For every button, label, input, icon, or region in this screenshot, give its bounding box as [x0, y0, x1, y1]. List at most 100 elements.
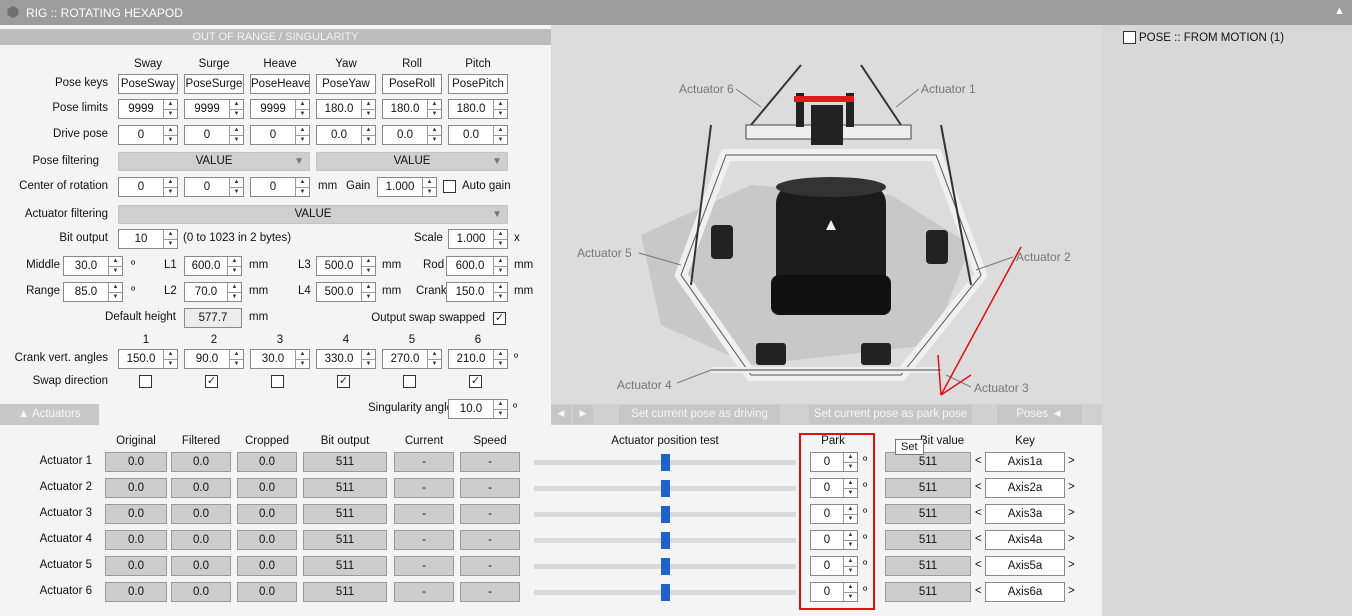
- chevron-left-icon[interactable]: <: [975, 533, 982, 545]
- pose-filtering-dropdown[interactable]: VALUE▼: [316, 152, 508, 171]
- pose-limit-input[interactable]: 9999▲▼: [250, 99, 310, 119]
- swap-direction-checkbox[interactable]: ✓: [205, 375, 218, 388]
- singularity-angle-input[interactable]: 10.0▲▼: [448, 399, 508, 419]
- pose-key-input[interactable]: PoseSurge: [184, 74, 244, 94]
- pose-limit-input[interactable]: 180.0▲▼: [316, 99, 376, 119]
- crank-angle-input[interactable]: 210.0▲▼: [448, 349, 508, 369]
- actuators-tab[interactable]: ▲ Actuators: [0, 404, 99, 425]
- key-input[interactable]: Axis4a: [985, 530, 1065, 550]
- drive-pose-input[interactable]: 0.0▲▼: [382, 125, 442, 145]
- pose-limit-input[interactable]: 180.0▲▼: [382, 99, 442, 119]
- drive-pose-input[interactable]: 0▲▼: [250, 125, 310, 145]
- chevron-right-icon[interactable]: >: [1068, 533, 1075, 545]
- pose-from-motion-checkbox[interactable]: [1123, 31, 1136, 44]
- drive-pose-input[interactable]: 0▲▼: [118, 125, 178, 145]
- crank-angle-input[interactable]: 150.0▲▼: [118, 349, 178, 369]
- chevron-right-icon[interactable]: >: [1068, 585, 1075, 597]
- chevron-left-icon[interactable]: <: [975, 559, 982, 571]
- next-button[interactable]: ►: [573, 405, 593, 424]
- park-input[interactable]: 0▲▼: [810, 582, 858, 602]
- range-input[interactable]: 85.0▲▼: [63, 282, 123, 302]
- rod-input[interactable]: 600.0▲▼: [446, 256, 508, 276]
- slider-thumb[interactable]: [661, 532, 670, 549]
- center-of-rotation-input[interactable]: 0▲▼: [250, 177, 310, 197]
- chevron-right-icon[interactable]: >: [1068, 507, 1075, 519]
- pose-from-motion[interactable]: POSE :: FROM MOTION (1): [1123, 31, 1284, 44]
- middle-input[interactable]: 30.0▲▼: [63, 256, 123, 276]
- bit-output-input[interactable]: 10▲▼: [118, 229, 178, 249]
- swap-direction-checkbox[interactable]: [139, 375, 152, 388]
- key-input[interactable]: Axis2a: [985, 478, 1065, 498]
- l1-input[interactable]: 600.0▲▼: [184, 256, 242, 276]
- l4-input[interactable]: 500.0▲▼: [316, 282, 376, 302]
- park-input[interactable]: 0▲▼: [810, 530, 858, 550]
- park-input[interactable]: 0▲▼: [810, 452, 858, 472]
- l2-input[interactable]: 70.0▲▼: [184, 282, 242, 302]
- pose-key-input[interactable]: PoseYaw: [316, 74, 376, 94]
- park-input[interactable]: 0▲▼: [810, 556, 858, 576]
- prev-button[interactable]: ◄: [551, 405, 571, 424]
- key-input[interactable]: Axis5a: [985, 556, 1065, 576]
- pose-limit-input[interactable]: 180.0▲▼: [448, 99, 508, 119]
- chevron-right-icon[interactable]: >: [1068, 559, 1075, 571]
- chevron-left-icon[interactable]: <: [975, 507, 982, 519]
- slider-thumb[interactable]: [661, 558, 670, 575]
- pose-limit-input[interactable]: 9999▲▼: [118, 99, 178, 119]
- window-title: RIG :: ROTATING HEXAPOD: [26, 6, 183, 20]
- park-input[interactable]: 0▲▼: [810, 478, 858, 498]
- actuator-speed-value: -: [460, 478, 520, 498]
- poses-button[interactable]: Poses ◄: [997, 405, 1082, 424]
- actuator-cropped-value: 0.0: [237, 504, 297, 524]
- park-input[interactable]: 0▲▼: [810, 504, 858, 524]
- set-park-button[interactable]: Set current pose as park pose: [809, 405, 972, 424]
- crank-angle-input[interactable]: 330.0▲▼: [316, 349, 376, 369]
- chevron-left-icon[interactable]: <: [975, 455, 982, 467]
- key-input[interactable]: Axis1a: [985, 452, 1065, 472]
- center-of-rotation-input[interactable]: 0▲▼: [184, 177, 244, 197]
- chevron-right-icon[interactable]: >: [1068, 481, 1075, 493]
- drive-pose-input[interactable]: 0.0▲▼: [316, 125, 376, 145]
- l3-input[interactable]: 500.0▲▼: [316, 256, 376, 276]
- label-actuator-2: Actuator 2: [1016, 250, 1071, 264]
- actuator-filtering-dropdown[interactable]: VALUE▼: [118, 205, 508, 224]
- crank-input[interactable]: 150.0▲▼: [446, 282, 508, 302]
- auto-gain-checkbox[interactable]: [443, 180, 456, 193]
- crank-angle-input[interactable]: 30.0▲▼: [250, 349, 310, 369]
- actuator-original-value: 0.0: [105, 504, 167, 524]
- center-of-rotation-input[interactable]: 0▲▼: [118, 177, 178, 197]
- slider-thumb[interactable]: [661, 584, 670, 601]
- swap-direction-checkbox[interactable]: [271, 375, 284, 388]
- output-swap-checkbox[interactable]: ✓: [493, 312, 506, 325]
- swap-direction-checkbox[interactable]: ✓: [469, 375, 482, 388]
- scale-input[interactable]: 1.000▲▼: [448, 229, 508, 249]
- key-input[interactable]: Axis3a: [985, 504, 1065, 524]
- drive-pose-input[interactable]: 0▲▼: [184, 125, 244, 145]
- actuator-row-label: Actuator 4: [39, 533, 92, 545]
- crank-angle-input[interactable]: 270.0▲▼: [382, 349, 442, 369]
- gear-stick: [846, 93, 854, 127]
- actuator-filtered-value: 0.0: [171, 504, 231, 524]
- pose-key-input[interactable]: PosePitch: [448, 74, 508, 94]
- pose-key-input[interactable]: PoseRoll: [382, 74, 442, 94]
- table-header: Filtered: [181, 435, 221, 447]
- pose-limit-input[interactable]: 9999▲▼: [184, 99, 244, 119]
- chevron-right-icon[interactable]: >: [1068, 455, 1075, 467]
- slider-thumb[interactable]: [661, 506, 670, 523]
- swap-direction-label: Swap direction: [32, 375, 108, 387]
- drive-pose-input[interactable]: 0.0▲▼: [448, 125, 508, 145]
- table-header: Key: [1015, 435, 1035, 447]
- pose-key-input[interactable]: PoseSway: [118, 74, 178, 94]
- slider-thumb[interactable]: [661, 480, 670, 497]
- slider-thumb[interactable]: [661, 454, 670, 471]
- chevron-left-icon[interactable]: <: [975, 481, 982, 493]
- swap-direction-checkbox[interactable]: [403, 375, 416, 388]
- set-driving-button[interactable]: Set current pose as driving: [619, 405, 780, 424]
- crank-angle-input[interactable]: 90.0▲▼: [184, 349, 244, 369]
- chevron-left-icon[interactable]: <: [975, 585, 982, 597]
- swap-direction-checkbox[interactable]: ✓: [337, 375, 350, 388]
- pose-key-input[interactable]: PoseHeave: [250, 74, 310, 94]
- triangle-up-icon[interactable]: ▲: [1334, 5, 1345, 17]
- gain-input[interactable]: 1.000▲▼: [377, 177, 437, 197]
- pose-filtering-dropdown[interactable]: VALUE▼: [118, 152, 310, 171]
- key-input[interactable]: Axis6a: [985, 582, 1065, 602]
